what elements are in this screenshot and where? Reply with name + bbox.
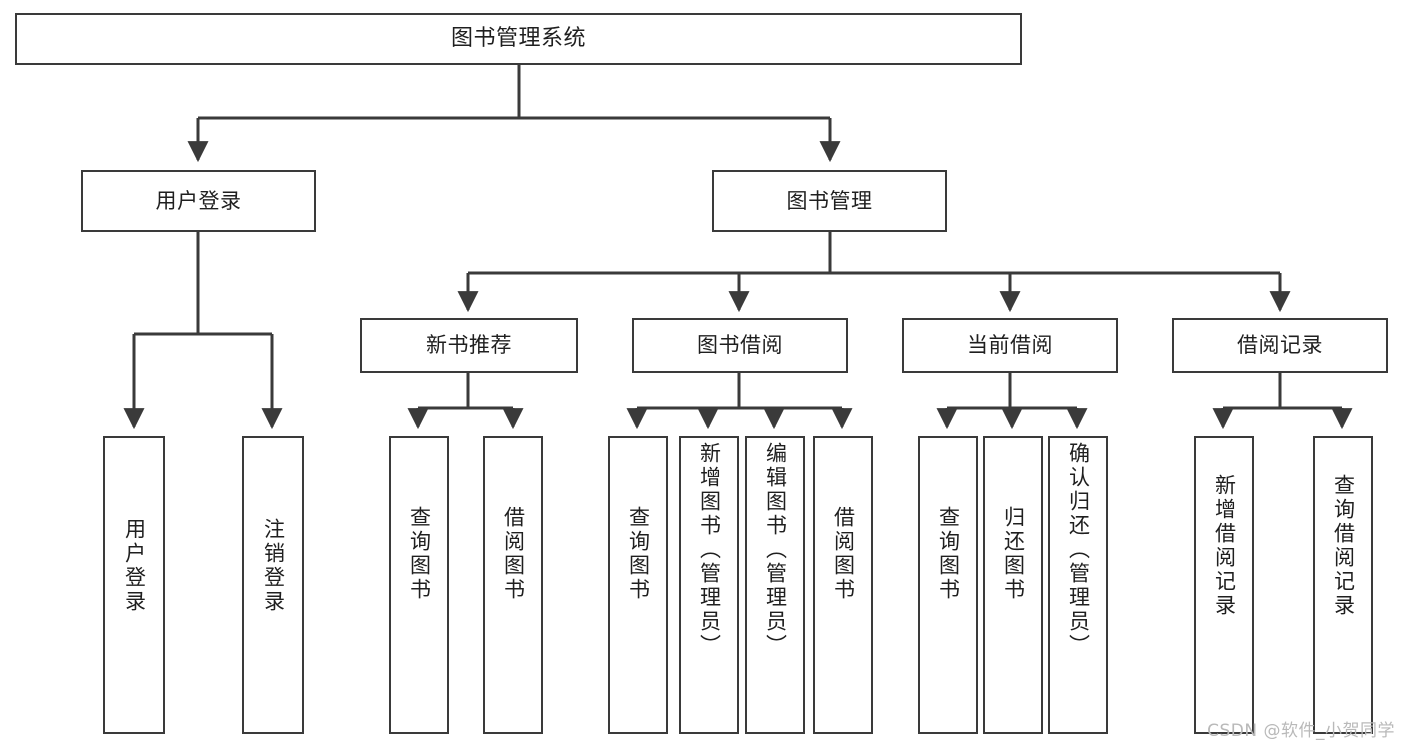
node-new-book-recommend[interactable]: 新书推荐 [360, 318, 578, 373]
leaf-br-add-record[interactable]: 新增借阅记录 [1194, 436, 1254, 734]
leaf-bb-borrow-book-label: 借阅图书 [831, 506, 856, 602]
leaf-br-query-record[interactable]: 查询借阅记录 [1313, 436, 1373, 734]
node-current-borrow[interactable]: 当前借阅 [902, 318, 1118, 373]
node-user-login-label: 用户登录 [155, 188, 242, 213]
leaf-cb-return-book-label: 归还图书 [1001, 506, 1026, 602]
leaf-bb-edit-book-admin-label: 编辑图书（管理员） [763, 442, 788, 658]
leaf-br-add-record-label: 新增借阅记录 [1212, 474, 1237, 618]
leaf-query-book-recommend-label: 查询图书 [407, 506, 432, 602]
node-current-borrow-label: 当前借阅 [967, 333, 1053, 358]
node-root-system[interactable]: 图书管理系统 [15, 13, 1022, 65]
node-book-management-label: 图书管理 [786, 188, 873, 213]
node-user-login[interactable]: 用户登录 [81, 170, 316, 232]
node-borrow-record[interactable]: 借阅记录 [1172, 318, 1388, 373]
leaf-br-query-record-label: 查询借阅记录 [1331, 474, 1356, 618]
leaf-bb-add-book-admin[interactable]: 新增图书（管理员） [679, 436, 739, 734]
leaf-logout-label: 注销登录 [261, 518, 286, 614]
leaf-cb-return-book[interactable]: 归还图书 [983, 436, 1043, 734]
leaf-bb-borrow-book[interactable]: 借阅图书 [813, 436, 873, 734]
leaf-cb-query-book[interactable]: 查询图书 [918, 436, 978, 734]
node-new-book-recommend-label: 新书推荐 [426, 333, 512, 358]
leaf-user-login-label: 用户登录 [122, 518, 147, 614]
csdn-watermark: CSDN @软件_小贺同学 [1207, 721, 1395, 741]
leaf-bb-query-book-label: 查询图书 [626, 506, 651, 602]
leaf-query-book-recommend[interactable]: 查询图书 [389, 436, 449, 734]
node-root-label: 图书管理系统 [450, 26, 586, 52]
node-borrow-record-label: 借阅记录 [1237, 333, 1323, 358]
leaf-cb-query-book-label: 查询图书 [936, 506, 961, 602]
node-book-management[interactable]: 图书管理 [712, 170, 947, 232]
leaf-cb-confirm-return-admin[interactable]: 确认归还（管理员） [1048, 436, 1108, 734]
leaf-logout[interactable]: 注销登录 [242, 436, 304, 734]
leaf-bb-edit-book-admin[interactable]: 编辑图书（管理员） [745, 436, 805, 734]
node-book-borrow-label: 图书借阅 [697, 333, 783, 358]
leaf-bb-query-book[interactable]: 查询图书 [608, 436, 668, 734]
leaf-cb-confirm-return-admin-label: 确认归还（管理员） [1066, 442, 1091, 658]
leaf-bb-add-book-admin-label: 新增图书（管理员） [697, 442, 722, 658]
node-book-borrow[interactable]: 图书借阅 [632, 318, 848, 373]
leaf-borrow-book-recommend-label: 借阅图书 [501, 506, 526, 602]
leaf-borrow-book-recommend[interactable]: 借阅图书 [483, 436, 543, 734]
leaf-user-login[interactable]: 用户登录 [103, 436, 165, 734]
